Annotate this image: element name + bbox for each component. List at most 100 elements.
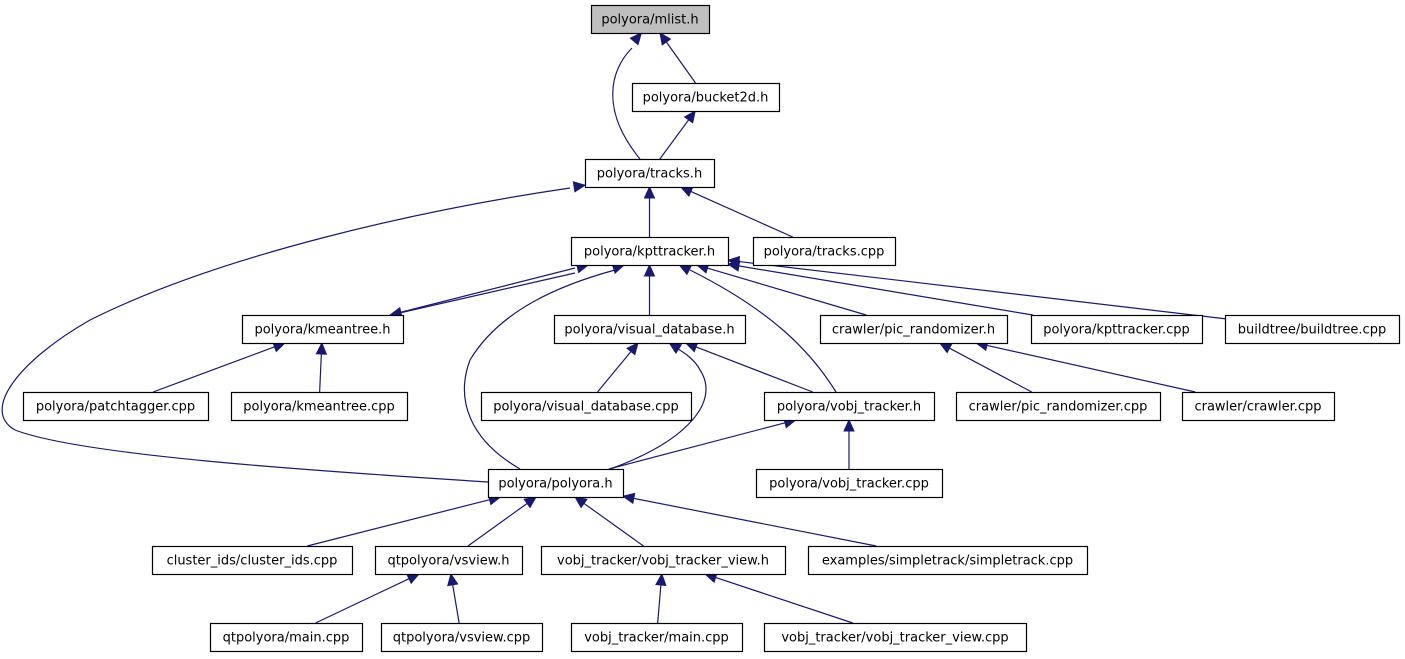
node-label[interactable]: vobj_tracker/vobj_tracker_view.cpp [781, 631, 1008, 646]
edge-vobj_tracker_cpp-to-vobj_tracker_h [843, 418, 855, 469]
edge-line [389, 267, 576, 316]
node-label[interactable]: polyora/kmeantree.h [254, 323, 390, 338]
edge-simpletrack_cpp-to-polyora_h [621, 492, 877, 547]
node-visual-database-cpp[interactable]: polyora/visual_database.cpp [480, 391, 693, 422]
node-cluster-ids-cpp[interactable]: cluster_ids/cluster_ids.cpp [151, 545, 354, 576]
node-label[interactable]: polyora/kmeantree.cpp [243, 400, 395, 415]
node-label[interactable]: crawler/pic_randomizer.h [832, 323, 995, 338]
node-box[interactable] [763, 622, 1028, 653]
edge-vsview_h-to-polyora_h [467, 496, 538, 547]
node-qt-main-cpp[interactable]: qtpolyora/main.cpp [209, 622, 364, 653]
node-box[interactable] [570, 236, 730, 267]
node-buildtree-cpp[interactable]: buildtree/buildtree.cpp [1224, 314, 1401, 345]
node-label[interactable]: qtpolyora/vsview.h [387, 554, 509, 569]
node-crawler-cpp[interactable]: crawler/crawler.cpp [1181, 391, 1336, 422]
node-box[interactable] [540, 545, 787, 576]
node-tracks-cpp[interactable]: polyora/tracks.cpp [752, 236, 897, 267]
node-box[interactable] [752, 236, 897, 267]
edge-polyora_h-to-vobj_tracker_h [608, 417, 797, 470]
node-visual-database-h[interactable]: polyora/visual_database.h [553, 314, 747, 345]
node-label[interactable]: examples/simpletrack/simpletrack.cpp [822, 554, 1073, 569]
node-box[interactable] [209, 622, 364, 653]
node-label[interactable]: qtpolyora/vsview.cpp [393, 631, 531, 646]
node-tracks-h[interactable]: polyora/tracks.h [584, 158, 716, 189]
node-vsview-cpp[interactable]: qtpolyora/vsview.cpp [380, 622, 544, 653]
node-label[interactable]: polyora/visual_database.h [564, 323, 734, 338]
node-box[interactable] [380, 622, 544, 653]
node-box[interactable] [819, 314, 1009, 345]
edge-kpttracker_h-to-kmeantree_h [388, 272, 576, 319]
node-kpttracker-cpp[interactable]: polyora/kpttracker.cpp [1030, 314, 1204, 345]
node-label[interactable]: polyora/kpttracker.h [584, 245, 715, 260]
node-box[interactable] [584, 158, 716, 189]
node-simpletrack-cpp[interactable]: examples/simpletrack/simpletrack.cpp [807, 545, 1089, 576]
node-bucket2d-h[interactable]: polyora/bucket2d.h [631, 82, 781, 113]
node-patchtagger-cpp[interactable]: polyora/patchtagger.cpp [22, 391, 210, 422]
node-vobj-tracker-view-h[interactable]: vobj_tracker/vobj_tracker_view.h [540, 545, 787, 576]
node-label[interactable]: polyora/tracks.h [597, 167, 702, 182]
node-box[interactable] [955, 391, 1162, 422]
node-box[interactable] [1181, 391, 1336, 422]
node-label[interactable]: buildtree/buildtree.cpp [1238, 323, 1386, 338]
node-label[interactable]: polyora/bucket2d.h [643, 91, 769, 106]
node-box[interactable] [553, 314, 747, 345]
edge-vt_main_cpp-to-vobj_tracker_view_h [655, 572, 667, 624]
edge-line [706, 267, 867, 316]
node-box[interactable] [590, 4, 711, 35]
node-box[interactable] [230, 391, 409, 422]
arrowhead-icon [683, 110, 696, 124]
node-label[interactable]: vobj_tracker/main.cpp [584, 631, 729, 646]
node-kmeantree-h[interactable]: polyora/kmeantree.h [241, 314, 405, 345]
node-label[interactable]: cluster_ids/cluster_ids.cpp [167, 554, 338, 569]
node-kmeantree-cpp[interactable]: polyora/kmeantree.cpp [230, 391, 409, 422]
node-vobj-tracker-cpp[interactable]: polyora/vobj_tracker.cpp [755, 468, 944, 499]
node-box[interactable] [374, 545, 524, 576]
node-box[interactable] [487, 468, 625, 499]
node-label[interactable]: polyora/kpttracker.cpp [1043, 323, 1190, 338]
node-box[interactable] [570, 622, 744, 653]
nodes-layer: polyora/mlist.h polyora/bucket2d.h polyora… [22, 4, 1401, 653]
arrowhead-icon [659, 32, 672, 46]
edge-crawler_cpp-to-pic_randomizer_h [974, 339, 1196, 393]
node-box[interactable] [151, 545, 354, 576]
node-box[interactable] [755, 468, 944, 499]
node-label[interactable]: polyora/tracks.cpp [764, 245, 885, 260]
node-box[interactable] [1030, 314, 1204, 345]
arrowhead-icon [447, 572, 459, 587]
node-label[interactable]: crawler/pic_randomizer.cpp [969, 400, 1148, 415]
edge-line [714, 576, 854, 624]
node-label[interactable]: polyora/polyora.h [498, 477, 612, 492]
node-pic-randomizer-h[interactable]: crawler/pic_randomizer.h [819, 314, 1009, 345]
node-pic-randomizer-cpp[interactable]: crawler/pic_randomizer.cpp [955, 391, 1162, 422]
node-label[interactable]: polyora/vobj_tracker.h [777, 400, 921, 415]
node-box[interactable] [480, 391, 693, 422]
node-label[interactable]: qtpolyora/main.cpp [223, 631, 350, 646]
node-box[interactable] [22, 391, 210, 422]
node-vobj-tracker-h[interactable]: polyora/vobj_tracker.h [763, 391, 936, 422]
node-label[interactable]: crawler/crawler.cpp [1194, 400, 1321, 415]
edge-vobj_tracker_h-to-visual_database_h [684, 341, 813, 393]
node-label[interactable]: polyora/vobj_tracker.cpp [769, 477, 929, 492]
edge-bucket2d_h-to-mlist_h [659, 32, 697, 84]
node-vt-main-cpp[interactable]: vobj_tracker/main.cpp [570, 622, 744, 653]
node-label[interactable]: polyora/visual_database.cpp [493, 400, 679, 415]
node-box[interactable] [1224, 314, 1401, 345]
node-box[interactable] [763, 391, 936, 422]
node-label[interactable]: polyora/patchtagger.cpp [36, 400, 195, 415]
node-mlist-h[interactable]: polyora/mlist.h [590, 4, 711, 35]
node-polyora-h[interactable]: polyora/polyora.h [487, 468, 625, 499]
edge-line [582, 502, 644, 547]
node-vobj-tracker-view-cpp[interactable]: vobj_tracker/vobj_tracker_view.cpp [763, 622, 1028, 653]
node-vsview-h[interactable]: qtpolyora/vsview.h [374, 545, 524, 576]
edge-polyora_h-to-tracks_h [1, 181, 587, 483]
arrowhead-icon [679, 186, 694, 197]
node-box[interactable] [631, 82, 781, 113]
node-box[interactable] [807, 545, 1089, 576]
node-kpttracker-h[interactable]: polyora/kpttracker.h [570, 236, 730, 267]
edge-vobj_tracker_view_cpp-to-vobj_tracker_view_h [704, 572, 854, 624]
edge-line [307, 498, 491, 547]
node-label[interactable]: polyora/mlist.h [601, 13, 698, 28]
node-label[interactable]: vobj_tracker/vobj_tracker_view.h [557, 554, 769, 569]
node-box[interactable] [241, 314, 405, 345]
arrowhead-icon [621, 492, 636, 505]
